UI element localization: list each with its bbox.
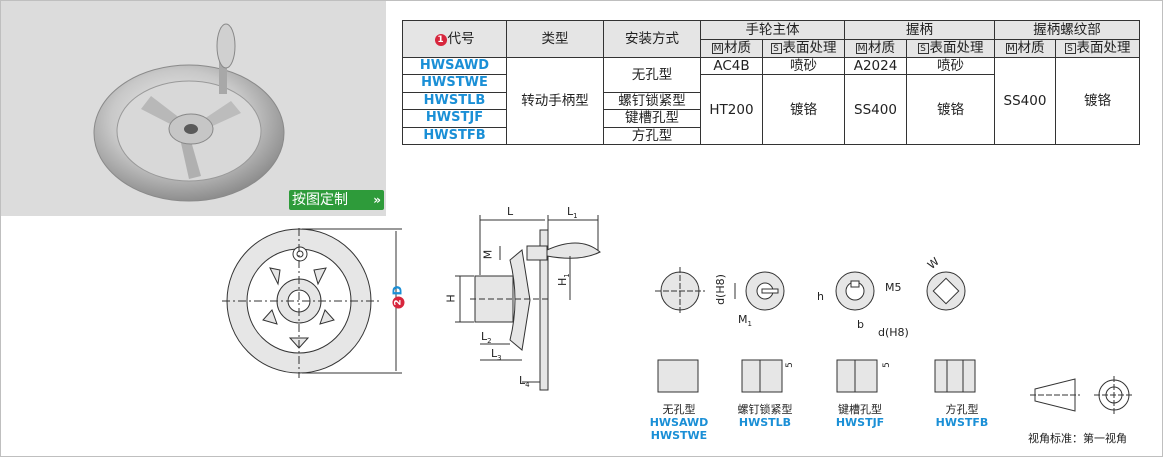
header-type: 类型 <box>506 20 604 58</box>
dim-L: L <box>507 205 514 218</box>
body-surface-cell: 镀铬 <box>762 74 845 145</box>
dim-L1: L1 <box>567 205 578 221</box>
header-mount: 安装方式 <box>603 20 701 58</box>
bore-details-drawing <box>655 267 966 315</box>
view-standard-note: 视角标准：第一视角 <box>1028 432 1127 445</box>
body-material-cell: AC4B <box>700 56 763 75</box>
caption-square-hole: 方孔型 HWSTFB <box>935 403 989 429</box>
mount-cell: 螺钉锁紧型 <box>603 91 701 110</box>
dim-L4: L4 <box>519 374 530 390</box>
dim-dH8: d(H8) <box>713 274 727 305</box>
header-body: 手轮主体 <box>700 20 845 40</box>
dim-H: H <box>444 294 458 303</box>
grip-material-cell: SS400 <box>844 74 907 145</box>
header-grip-screw: 握柄螺纹部 <box>994 20 1140 40</box>
grip-surface-cell: 喷砂 <box>906 56 995 75</box>
dim-five: 5 <box>881 362 892 368</box>
d-dimension-label: 2D <box>390 286 405 309</box>
custom-order-button[interactable]: 按图定制 » <box>289 190 384 210</box>
caption-keyway: 键槽孔型 HWSTJF <box>835 403 885 429</box>
type-cell: 转动手柄型 <box>506 56 604 145</box>
mount-cell: 方孔型 <box>603 126 701 145</box>
grip-surface-cell: 镀铬 <box>906 74 995 145</box>
code-cell[interactable]: HWSTFB <box>402 126 507 145</box>
code-cell[interactable]: HWSTLB <box>402 91 507 110</box>
hub-profiles-drawing <box>657 359 976 393</box>
projection-symbol-icon <box>1030 376 1134 414</box>
code-cell[interactable]: HWSTWE <box>402 74 507 93</box>
body-material-cell: HT200 <box>700 74 763 145</box>
product-photo: 按图定制 » <box>1 1 386 216</box>
code-cell[interactable]: HWSTJF <box>402 109 507 128</box>
dim-H1: H1 <box>555 273 571 286</box>
screw-surface-cell: 镀铬 <box>1055 56 1140 145</box>
custom-order-label: 按图定制 <box>292 192 348 208</box>
handwheel-photo <box>93 23 285 202</box>
side-view-drawing <box>455 215 601 391</box>
grip-material-cell: A2024 <box>844 56 907 75</box>
caption-screw-lock: 螺钉锁紧型 HWSTLB <box>737 403 793 429</box>
mount-cell: 无孔型 <box>603 56 701 93</box>
dim-h: h <box>817 290 824 303</box>
dim-M5: M5 <box>885 281 902 294</box>
dim-b: b <box>857 318 864 331</box>
mount-cell: 键槽孔型 <box>603 109 701 128</box>
header-grip: 握柄 <box>844 20 995 40</box>
dim-dH8b: d(H8) <box>878 326 909 339</box>
body-surface-cell: 喷砂 <box>762 56 845 75</box>
caption-no-hole: 无孔型 HWSAWD HWSTWE <box>649 403 709 442</box>
double-arrow-icon: » <box>373 193 381 207</box>
dim-L3: L3 <box>491 347 502 363</box>
dim-L2: L2 <box>481 330 492 346</box>
screw-material-cell: SS400 <box>994 56 1056 145</box>
dim-M1: M1 <box>738 313 752 329</box>
dim-M: M <box>481 249 495 260</box>
front-view-drawing <box>222 228 402 378</box>
dim-five: 5 <box>784 362 795 368</box>
code-cell[interactable]: HWSAWD <box>402 56 507 75</box>
